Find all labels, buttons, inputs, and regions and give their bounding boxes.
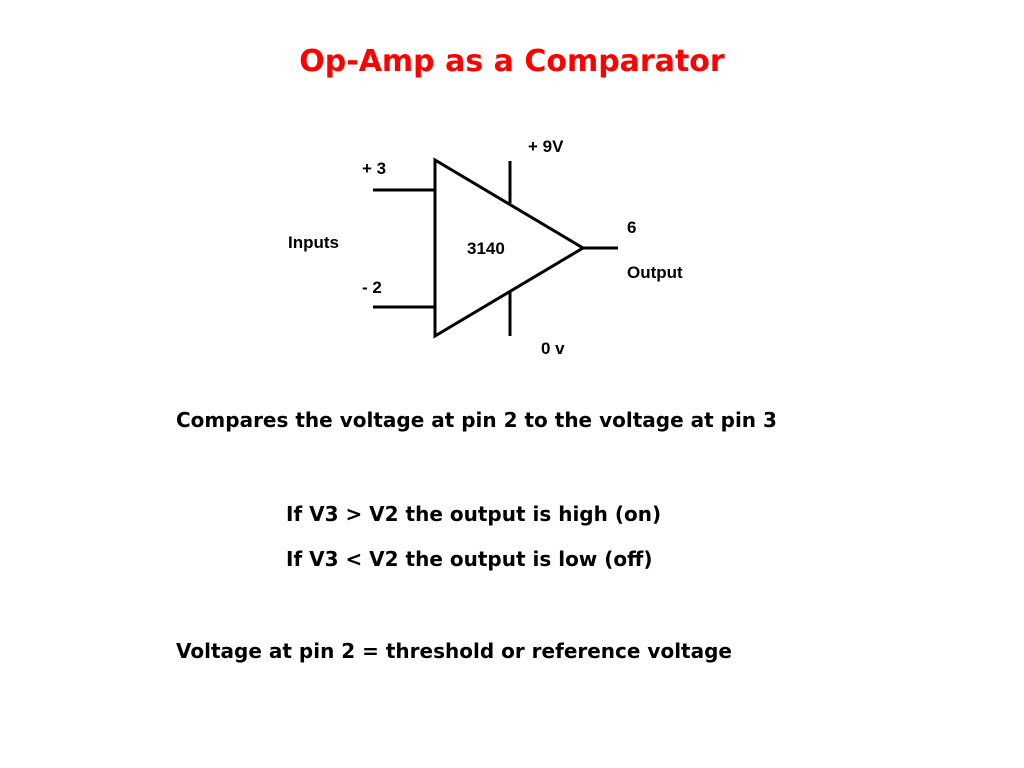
supply-label: + 9V <box>528 137 564 156</box>
output-high-rule: If V3 > V2 the output is high (on) <box>286 502 662 526</box>
comparison-description: Compares the voltage at pin 2 to the vol… <box>176 408 777 432</box>
ground-label: 0 v <box>541 339 565 358</box>
reference-voltage-note: Voltage at pin 2 = threshold or referenc… <box>176 639 732 663</box>
slide-title: Op-Amp as a Comparator <box>299 44 725 79</box>
output-low-rule: If V3 < V2 the output is low (off) <box>286 547 653 571</box>
noninverting-input-label: + 3 <box>362 159 386 178</box>
inverting-input-label: - 2 <box>362 278 382 297</box>
op-amp-diagram: + 9V + 3 Inputs 3140 6 Output - 2 0 v <box>288 137 683 358</box>
ic-label: 3140 <box>467 239 505 258</box>
output-label: Output <box>627 263 683 282</box>
inputs-label: Inputs <box>288 233 339 252</box>
output-pin-label: 6 <box>627 218 636 237</box>
